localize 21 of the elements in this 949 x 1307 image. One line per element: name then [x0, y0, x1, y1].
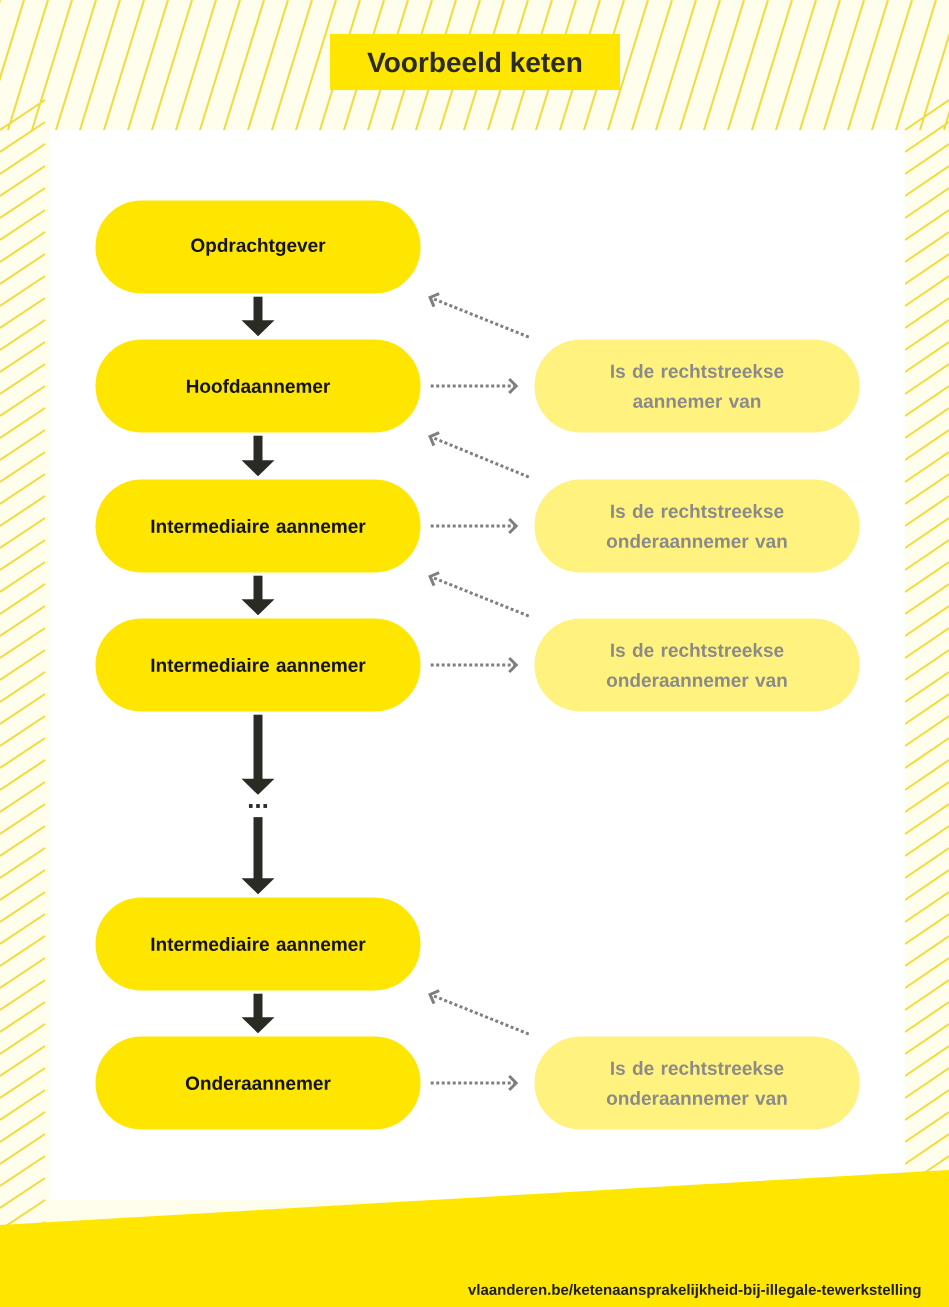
process-box: Intermediaire aannemer — [95, 897, 421, 991]
arrow — [430, 377, 519, 395]
relation-box: Is de rechtstreekse aannemer van — [534, 339, 860, 433]
process-box: Intermediaire aannemer — [95, 479, 421, 573]
arrow — [428, 571, 530, 618]
arrow — [430, 1074, 519, 1092]
url-text: vlaanderen.be/ketenaansprakelijkheid-bij-illegale-tewerkstelling — [468, 1283, 921, 1298]
process-box: Opdrachtgever — [95, 200, 421, 294]
arrow — [430, 517, 519, 535]
relation-box: Is de rechtstreekse onderaannemer van — [534, 1036, 860, 1130]
process-box: Intermediaire aannemer — [95, 618, 421, 712]
relation-box: Is de rechtstreekse onderaannemer van — [534, 618, 860, 712]
relation-box: Is de rechtstreekse onderaannemer van — [534, 479, 860, 573]
arrow — [428, 989, 530, 1036]
process-box: Hoofdaannemer — [95, 339, 421, 433]
arrow — [428, 431, 530, 479]
ellipsis-text: ... — [248, 804, 268, 808]
arrow — [430, 656, 519, 674]
process-box: Onderaannemer — [95, 1036, 421, 1130]
arrow — [428, 292, 530, 339]
title-box: Voorbeeld keten — [330, 34, 620, 90]
